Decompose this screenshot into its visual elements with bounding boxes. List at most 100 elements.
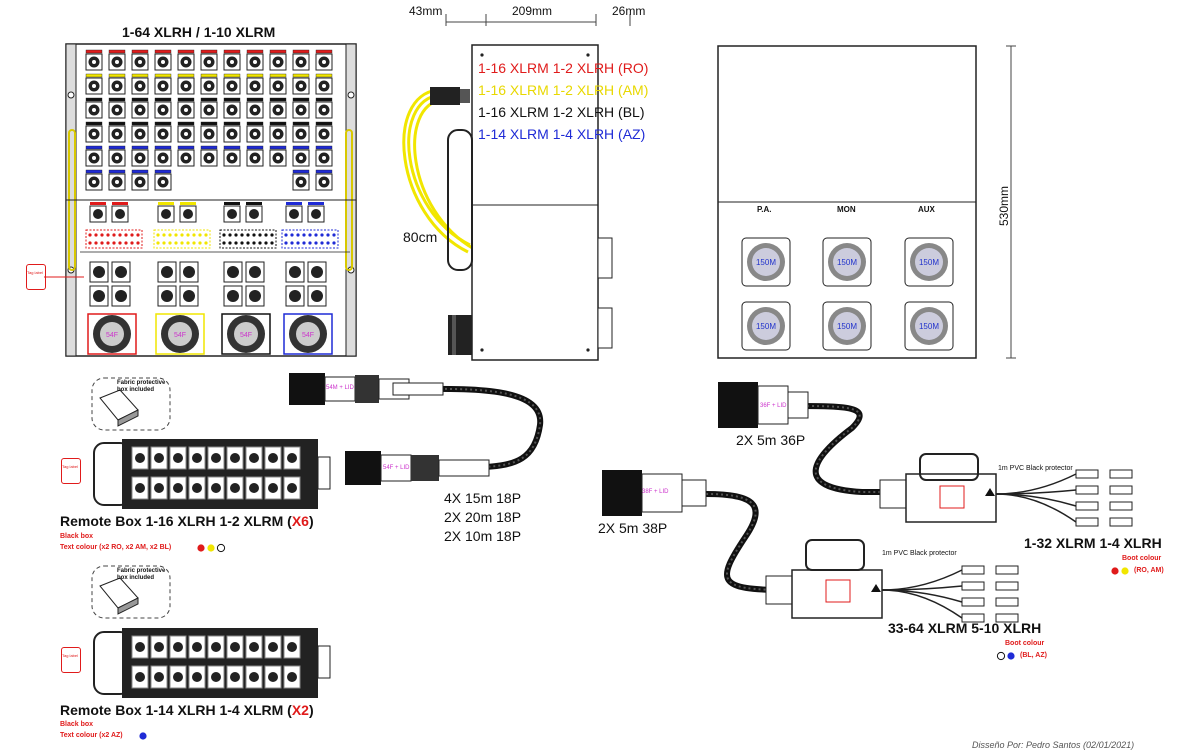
- xlr-connector: [246, 145, 264, 167]
- xlr-connector: [200, 49, 218, 71]
- xlr-connector: [315, 121, 333, 143]
- fabric-box-icon-1: [91, 377, 171, 431]
- panel-connector-label: 150M: [837, 258, 857, 267]
- remote2-color-dots: [139, 732, 147, 740]
- xlr-connector: [154, 145, 172, 167]
- remote-xlr-connector: [131, 635, 149, 659]
- fabric-box-text-1: Fabric protective box included: [117, 380, 166, 393]
- xlr-connector: [292, 49, 310, 71]
- remote2-sub2: Text colour (x2 AZ): [60, 732, 123, 739]
- xlr-connector: [292, 169, 310, 191]
- remote-xlr-connector: [207, 446, 225, 470]
- box-label-az: 1-14 XLRM 1-4 XLRH (AZ): [478, 126, 646, 142]
- split1-color-dots: [1111, 567, 1129, 575]
- conn-36-label: 36F + LID: [760, 403, 787, 409]
- remote-xlr-connector: [245, 476, 263, 500]
- remote-xlr-connector: [188, 476, 206, 500]
- panel-connector: 150M: [904, 237, 954, 287]
- panel-connector-label: 150M: [919, 258, 939, 267]
- panel-label-mon: MON: [837, 205, 856, 214]
- remote-xlr-connector: [226, 665, 244, 689]
- remote-xlr-connector: [207, 635, 225, 659]
- remote1-title-text: Remote Box 1-16 XLRH 1-2 XLRM (: [60, 513, 292, 529]
- xlr-connector: [131, 97, 149, 119]
- cable-38p: [602, 470, 1019, 623]
- xlr-connector: [246, 121, 264, 143]
- xlr-tail: [881, 589, 1019, 623]
- split2-color-dots: [996, 651, 1015, 661]
- dim-right: 26mm: [612, 4, 646, 18]
- panel-connector-label: 150M: [837, 322, 857, 331]
- dim-height: 530mm: [997, 185, 1011, 226]
- remote1-sub2: Text colour (x2 RO, x2 AM, x2 BL): [60, 544, 172, 551]
- remote-xlr-connector: [150, 635, 168, 659]
- cable-main-line-2: 2X 20m 18P: [444, 509, 522, 525]
- dim-left: 43mm: [409, 4, 443, 18]
- xlr-tail: [995, 493, 1133, 527]
- remote-xlr-connector: [283, 665, 301, 689]
- remote-xlr-connector: [283, 446, 301, 470]
- remote2-count: X2: [291, 702, 309, 718]
- split1-boot: Boot colour: [1122, 555, 1162, 562]
- cable-main-line-3: 2X 10m 18P: [444, 528, 522, 544]
- panel-connector: 150M: [904, 301, 954, 351]
- rack-section: 54F: [219, 202, 277, 355]
- rack-conn-label: 54F: [106, 332, 118, 339]
- remote-xlr-connector: [264, 635, 282, 659]
- xlr-connector: [315, 97, 333, 119]
- remote-xlr-connector: [207, 476, 225, 500]
- remote-xlr-connector: [207, 665, 225, 689]
- remote2-close: ): [308, 702, 314, 718]
- remote-xlr-connector: [131, 665, 149, 689]
- xlr-connector: [269, 73, 287, 95]
- split1-protector: 1m PVC Black protector: [998, 465, 1073, 472]
- remote-xlr-connector: [188, 665, 206, 689]
- xlr-connector: [108, 73, 126, 95]
- remote-xlr-connector: [264, 446, 282, 470]
- remote-xlr-connector: [169, 635, 187, 659]
- remote-xlr-connector: [226, 446, 244, 470]
- split2-boot: Boot colour: [1005, 640, 1045, 647]
- remote-box-2: [93, 628, 331, 698]
- xlr-connector: [154, 49, 172, 71]
- remote2-tag-text: Tag label: [62, 653, 79, 658]
- split1-title: 1-32 XLRM 1-4 XLRH: [1024, 535, 1162, 551]
- xlr-connector: [292, 97, 310, 119]
- remote-xlr-connector: [150, 476, 168, 500]
- xlr-connector: [131, 121, 149, 143]
- xlr-connector: [177, 97, 195, 119]
- xlr-connector: [223, 97, 241, 119]
- split2-title: 33-64 XLRM 5-10 XLRH: [888, 620, 1042, 636]
- rack-tag-leader: [44, 276, 84, 278]
- rack-conn-label: 54F: [240, 332, 252, 339]
- xlr-connector: [108, 169, 126, 191]
- xlr-connector: [108, 49, 126, 71]
- footer-signature: Disseño Por: Pedro Santos (02/01/2021): [972, 740, 1135, 750]
- remote-xlr-connector: [188, 635, 206, 659]
- rack-section: 54F: [85, 202, 143, 355]
- xlr-connector: [177, 73, 195, 95]
- stage-box-side: [402, 44, 613, 361]
- box-label-bl: 1-16 XLRM 1-2 XLRH (BL): [478, 104, 645, 120]
- xlr-connector: [246, 73, 264, 95]
- remote-xlr-connector: [226, 635, 244, 659]
- xlr-connector: [85, 145, 103, 167]
- xlr-connector: [85, 73, 103, 95]
- xlr-connector: [85, 49, 103, 71]
- rack-conn-label: 54F: [302, 332, 314, 339]
- xlr-connector: [154, 73, 172, 95]
- xlr-connector: [269, 121, 287, 143]
- xlr-connector: [177, 49, 195, 71]
- remote2-title: Remote Box 1-14 XLRH 1-4 XLRM (X2): [60, 702, 314, 718]
- remote1-color-dots: [197, 543, 226, 553]
- split2-protector: 1m PVC Black protector: [882, 550, 957, 557]
- dim-middle: 209mm: [512, 4, 553, 18]
- fabric-box-icon-2: [91, 565, 171, 619]
- remote1-close: ): [308, 513, 314, 529]
- xlr-connector: [315, 49, 333, 71]
- remote1-title: Remote Box 1-16 XLRH 1-2 XLRM (X6): [60, 513, 314, 529]
- xlr-connector: [269, 145, 287, 167]
- remote-xlr-connector: [264, 665, 282, 689]
- connB-label: 54F + LID: [383, 465, 410, 471]
